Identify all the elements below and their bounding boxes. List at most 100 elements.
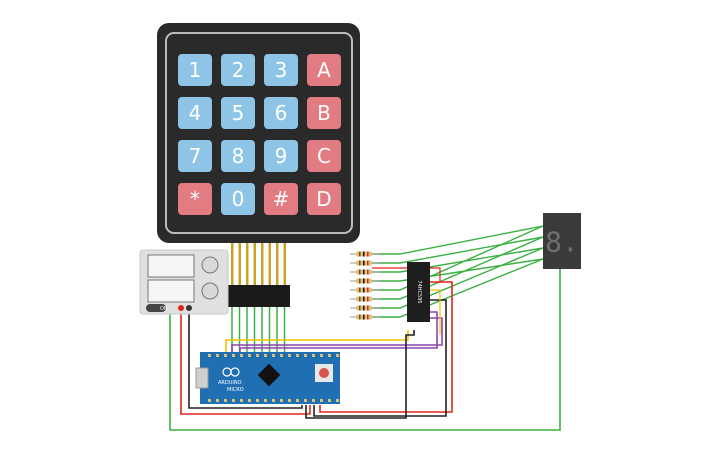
wire-black-chip-2 — [313, 299, 447, 417]
wire-black-chip — [305, 330, 415, 419]
key-cap[interactable] — [178, 54, 212, 86]
resistor-band — [363, 305, 365, 311]
resistor-band — [359, 287, 361, 293]
microcontroller-chip — [257, 363, 281, 387]
key-4[interactable]: 4 — [178, 97, 212, 129]
resistor-band — [363, 260, 365, 266]
header-pin — [248, 399, 251, 402]
chip-body — [407, 262, 430, 322]
resistor — [350, 251, 380, 257]
key-cap[interactable] — [264, 54, 298, 86]
wire-purple-b — [239, 311, 438, 352]
key-1[interactable]: 1 — [178, 54, 212, 86]
key-cap[interactable] — [264, 97, 298, 129]
keypad-to-arduino-wires — [231, 307, 286, 352]
wire-black-psu — [188, 310, 303, 409]
display-body — [543, 213, 581, 269]
header-pin — [256, 354, 259, 357]
key-cap[interactable] — [221, 97, 255, 129]
header-pin — [320, 399, 323, 402]
resistor-band — [359, 260, 361, 266]
resistor — [350, 269, 380, 275]
key-label: 1 — [189, 58, 202, 82]
key-label: 8 — [232, 144, 245, 168]
header-pin — [328, 354, 331, 357]
key-b[interactable]: B — [307, 97, 341, 129]
header-pin — [336, 399, 339, 402]
resistor-band — [367, 278, 369, 284]
key-5[interactable]: 5 — [221, 97, 255, 129]
key-cap[interactable] — [307, 97, 341, 129]
header-pin — [288, 399, 291, 402]
key-cap[interactable] — [307, 140, 341, 172]
wire-red-chip — [319, 281, 453, 413]
key-label: 7 — [189, 144, 202, 168]
key-label: C — [317, 144, 331, 168]
resistor — [350, 296, 380, 302]
power-switch[interactable] — [146, 304, 166, 312]
resistor — [350, 314, 380, 320]
key-a[interactable]: A — [307, 54, 341, 86]
display-digit: 8. — [545, 226, 579, 259]
knob-top[interactable] — [201, 256, 219, 274]
header-pin — [312, 354, 315, 357]
chip-label: 74HC595 — [416, 280, 422, 303]
resistor-band — [367, 269, 369, 275]
key-label: 5 — [232, 101, 245, 125]
power-switch-label: ON — [160, 306, 168, 312]
key-label: 3 — [275, 58, 288, 82]
key-cap[interactable] — [307, 183, 341, 215]
key-2[interactable]: 2 — [221, 54, 255, 86]
resistor — [350, 305, 380, 311]
arduino-header-pins — [208, 354, 339, 402]
header-pin — [232, 354, 235, 357]
keypad-pin — [238, 243, 241, 285]
key-star[interactable]: * — [178, 183, 212, 215]
keypad-border — [165, 32, 353, 234]
key-cap[interactable] — [178, 97, 212, 129]
resistor-band — [363, 296, 365, 302]
wire-green-display — [372, 236, 544, 264]
header-pin — [256, 399, 259, 402]
header-pin — [288, 354, 291, 357]
header-pin — [272, 399, 275, 402]
knob-bottom[interactable] — [201, 282, 219, 300]
header-pin — [224, 399, 227, 402]
key-cap[interactable] — [221, 183, 255, 215]
key-7[interactable]: 7 — [178, 140, 212, 172]
key-9[interactable]: 9 — [264, 140, 298, 172]
keypad-connector-pins — [231, 243, 286, 285]
key-label: D — [316, 187, 331, 211]
key-cap[interactable] — [264, 140, 298, 172]
key-cap[interactable] — [264, 183, 298, 215]
header-pin — [320, 354, 323, 357]
key-3[interactable]: 3 — [264, 54, 298, 86]
header-pin — [240, 354, 243, 357]
shift-register-chip: 74HC595 — [407, 262, 430, 322]
header-pin — [224, 354, 227, 357]
resistor-band — [363, 269, 365, 275]
key-c[interactable]: C — [307, 140, 341, 172]
resistor-band — [363, 314, 365, 320]
resistor-band — [363, 278, 365, 284]
key-label: 6 — [275, 101, 288, 125]
key-hash[interactable]: # — [264, 183, 298, 215]
key-8[interactable]: 8 — [221, 140, 255, 172]
key-cap[interactable] — [178, 183, 212, 215]
key-6[interactable]: 6 — [264, 97, 298, 129]
key-cap[interactable] — [178, 140, 212, 172]
key-d[interactable]: D — [307, 183, 341, 215]
reset-button[interactable] — [319, 368, 329, 378]
wire-green-display — [372, 258, 544, 318]
terminal-black — [186, 305, 192, 311]
header-pin — [240, 399, 243, 402]
key-label: 9 — [275, 144, 288, 168]
key-cap[interactable] — [221, 54, 255, 86]
key-label: * — [190, 187, 200, 211]
key-label: B — [317, 101, 331, 125]
key-cap[interactable] — [307, 54, 341, 86]
key-0[interactable]: 0 — [221, 183, 255, 215]
key-cap[interactable] — [221, 140, 255, 172]
keypad-pin — [283, 243, 286, 285]
wire-green-display — [372, 247, 544, 309]
